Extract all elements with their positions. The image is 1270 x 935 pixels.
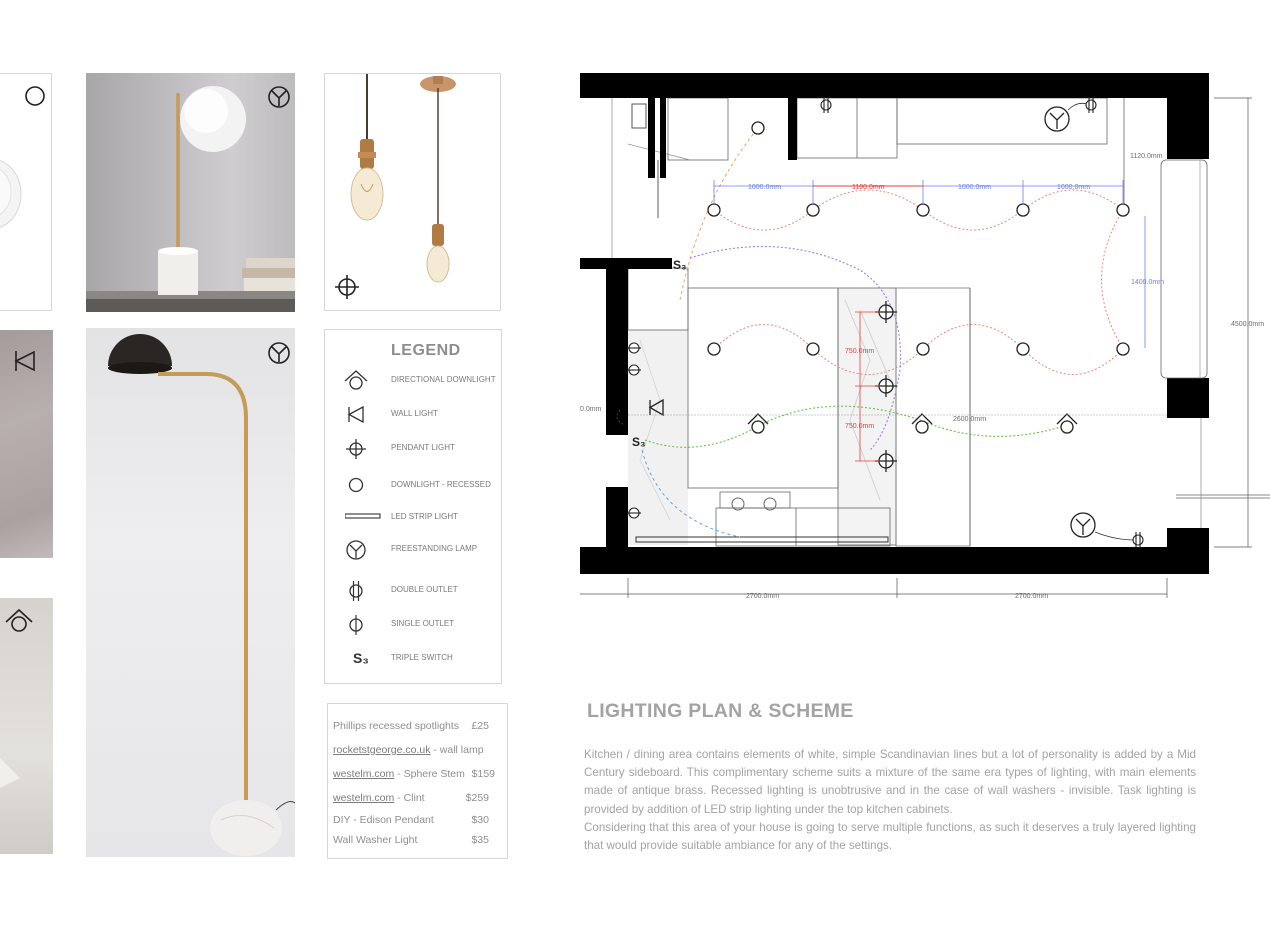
- legend-title: LEGEND: [391, 342, 461, 359]
- double-outlet-icon: [349, 581, 363, 601]
- legend-label: DIRECTIONAL DOWNLIGHT: [391, 375, 496, 384]
- shopping-item-price: $30: [471, 814, 489, 826]
- pendant-light-icon: [346, 439, 366, 459]
- shopping-item-price: $35: [471, 834, 489, 846]
- dimension-label: 1100.0mm: [852, 184, 885, 191]
- double-outlet-icon: [820, 97, 1144, 548]
- directional-downlight-icon: [5, 608, 33, 632]
- single-outlet-icon: [627, 342, 641, 519]
- recessed-downlight-icon: [25, 86, 45, 106]
- legend-item-freestanding-lamp: FREESTANDING LAMP: [325, 537, 501, 563]
- dimension-label: 2700.0mm: [746, 593, 779, 600]
- shopping-item-link[interactable]: westelm.com: [333, 768, 395, 780]
- legend-label: PENDANT LIGHT: [391, 443, 455, 452]
- clint-floor-lamp-photo: [86, 328, 295, 857]
- shopping-item-name: Phillips recessed spotlights: [333, 720, 460, 732]
- shopping-item-price: £25: [471, 720, 489, 732]
- legend-item-single-outlet: SINGLE OUTLET: [325, 612, 501, 638]
- shopping-item-name: DIY - Edison Pendant: [333, 814, 434, 826]
- dimension-label: 1000.0mm: [1057, 184, 1090, 191]
- legend-label: DOWNLIGHT - RECESSED: [391, 480, 491, 489]
- triple-switch-icon: S₃: [353, 650, 369, 666]
- pendant-light-icon: [335, 275, 359, 299]
- dimension-label: 750.0mm: [845, 348, 874, 355]
- legend-item-double-outlet: DOUBLE OUTLET: [325, 578, 501, 604]
- shopping-item-name: - wall lamp: [430, 744, 484, 756]
- shopping-list-panel: Phillips recessed spotlights £25 rockets…: [327, 703, 508, 859]
- dimension-label: 1120.0mm: [1130, 153, 1163, 160]
- directional-downlight-icon: [344, 370, 368, 390]
- legend-label: DOUBLE OUTLET: [391, 585, 458, 594]
- dimension-label: 1000.0mm: [958, 184, 991, 191]
- legend-item-wall-light: WALL LIGHT: [325, 402, 501, 428]
- shopping-item-link[interactable]: westelm.com: [333, 792, 395, 804]
- recessed-downlight-icon: [707, 121, 1130, 356]
- shopping-item-name: Wall Washer Light: [333, 834, 418, 846]
- triple-switch-icon: S₃: [632, 435, 646, 449]
- wall-light-photo: [0, 330, 53, 558]
- shopping-item-price: $259: [465, 792, 489, 804]
- shopping-item-name: - Sphere Stem: [394, 768, 465, 780]
- legend-item-led-strip: LED STRIP LIGHT: [325, 505, 501, 531]
- wall-light-icon: [14, 350, 35, 372]
- dimension-label: 2600.0mm: [953, 416, 986, 423]
- description-paragraph: Kitchen / dining area contains elements …: [584, 748, 1196, 816]
- directional-downlight-icon: [747, 413, 1078, 434]
- legend-label: SINGLE OUTLET: [391, 619, 455, 628]
- wall-light-icon: [648, 398, 664, 417]
- dimension-label: 1400.0mm: [1131, 279, 1164, 286]
- shopping-item-name: - Clint: [394, 792, 425, 804]
- dimension-label: 4500.0mm: [1231, 321, 1264, 328]
- lighting-floor-plan: S₃ S₃ 1000.0mm 1100.0mm 1000.0mm 1000.0m…: [580, 73, 1270, 600]
- legend-label: TRIPLE SWITCH: [391, 653, 453, 662]
- description-paragraph: Considering that this area of your house…: [584, 821, 1196, 853]
- recessed-downlight-photo: [0, 160, 22, 228]
- freestanding-lamp-icon: [346, 540, 366, 560]
- freestanding-lamp-icon: [1044, 106, 1096, 538]
- dimension-label: 750.0mm: [845, 423, 874, 430]
- led-strip-icon: [345, 513, 381, 519]
- shopping-item-price: $159: [471, 768, 495, 780]
- sphere-stem-lamp-photo: [86, 73, 295, 312]
- triple-switch-symbol: S₃: [353, 650, 369, 666]
- recessed-downlight-icon: [348, 477, 364, 493]
- single-outlet-icon: [349, 615, 363, 635]
- legend-panel: LEGEND DIRECTIONAL DOWNLIGHT WALL LIGHT …: [324, 329, 502, 684]
- legend-label: WALL LIGHT: [391, 409, 438, 418]
- legend-item-pendant-light: PENDANT LIGHT: [325, 436, 501, 462]
- legend-item-directional-downlight: DIRECTIONAL DOWNLIGHT: [325, 368, 501, 394]
- legend-item-triple-switch: S₃ TRIPLE SWITCH: [325, 646, 501, 672]
- directional-downlight-photo: [0, 598, 53, 854]
- recessed-downlight-photo-card: [0, 73, 52, 311]
- legend-item-recessed-downlight: DOWNLIGHT - RECESSED: [325, 473, 501, 499]
- pendant-light-icon: [875, 301, 897, 472]
- triple-switch-icon: S₃: [673, 258, 687, 272]
- freestanding-lamp-icon: [268, 86, 290, 108]
- dimension-label: 2700.0mm: [1015, 593, 1048, 600]
- edison-pendant-photo-card: [324, 73, 501, 311]
- page-title: LIGHTING PLAN & SCHEME: [587, 700, 854, 722]
- wall-light-icon: [347, 405, 364, 424]
- legend-label: LED STRIP LIGHT: [391, 512, 458, 521]
- edison-pendant-photo: [350, 74, 456, 283]
- freestanding-lamp-icon: [268, 342, 290, 364]
- dimension-label: 0.0mm: [580, 406, 602, 413]
- dimension-label: 1000.0mm: [748, 184, 781, 191]
- shopping-item-link[interactable]: rocketstgeorge.co.uk: [333, 744, 431, 756]
- legend-label: FREESTANDING LAMP: [391, 544, 478, 553]
